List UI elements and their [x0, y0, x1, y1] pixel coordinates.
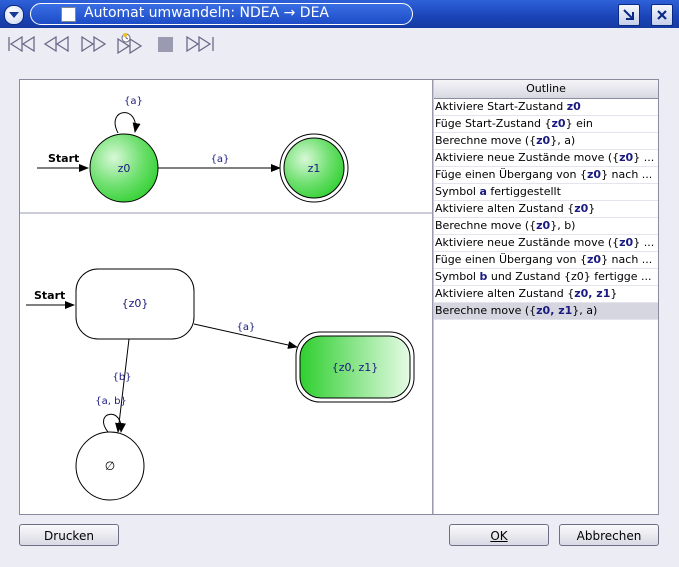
outline-row-bold: z0, z1 [536, 304, 573, 317]
ok-button-label: OK [490, 529, 508, 543]
dfa-state-empty [75, 431, 145, 501]
minimize-button[interactable] [618, 4, 640, 26]
dfa-empty-loop [103, 413, 126, 433]
outline-row-text: Füge einen Übergang von { [435, 168, 587, 181]
close-icon [657, 10, 667, 20]
outline-row-text: Füge Start-Zustand { [435, 117, 552, 130]
outline-row[interactable]: Aktiviere neue Zustände move ({z0} ... [434, 235, 658, 252]
window-icon [61, 7, 76, 22]
split-divider[interactable] [432, 80, 435, 514]
outline-row-tail: } ... [633, 236, 655, 249]
dfa-state-z0z1 [299, 335, 411, 399]
nfa-state-z1-label: z1 [308, 162, 321, 175]
step-forward-icon[interactable] [78, 33, 110, 57]
outline-row-tail: }, a) [550, 134, 576, 147]
outline-row-bold: z0 [536, 219, 551, 232]
nfa-loop-label: {a} [124, 96, 143, 107]
outline-row-tail: } [588, 202, 596, 215]
outline-row-tail: }, a) [572, 304, 598, 317]
automaton-canvas: Start {a} z0 {a} z1 Start {z0} {a} {z0, … [20, 80, 432, 514]
nfa-edge-label: {a} [211, 154, 230, 165]
minimize-icon [623, 9, 634, 20]
dfa-loop-label: {a, b} [95, 396, 127, 407]
nfa-start-label: Start [48, 152, 79, 165]
menu-icon[interactable] [4, 5, 24, 25]
outline-row-text: Füge einen Übergang von { [435, 253, 587, 266]
main-panel: Start {a} z0 {a} z1 Start {z0} {a} {z0, … [19, 79, 659, 515]
outline-row[interactable]: Füge einen Übergang von {z0} nach ... [434, 252, 658, 269]
outline-row[interactable]: Aktiviere Start-Zustand z0 [434, 99, 658, 116]
skip-to-end-icon[interactable] [184, 33, 216, 57]
outline-row-bold: z0 [551, 117, 566, 130]
outline-row[interactable]: Aktiviere alten Zustand {z0} [434, 201, 658, 218]
outline-row[interactable]: Füge einen Übergang von {z0} nach ... [434, 167, 658, 184]
toolbar [0, 28, 679, 64]
outline-row-bold: a [479, 185, 487, 198]
outline-row-text: Aktiviere neue Zustände move ({ [435, 236, 620, 249]
close-button[interactable] [651, 4, 673, 26]
outline-row[interactable]: Berechne move ({z0}, b) [434, 218, 658, 235]
outline-row-bold: z0 [619, 151, 634, 164]
outline-row-text: Aktiviere alten Zustand { [435, 287, 575, 300]
outline-row-tail: } [610, 287, 618, 300]
outline-row-bold: z0 [536, 134, 551, 147]
outline-row-bold: z0, z1 [574, 287, 611, 300]
outline-row-tail: und Zustand {z0} fertigge ... [487, 270, 652, 283]
outline-row[interactable]: Aktiviere neue Zustände move ({z0} ... [434, 150, 658, 167]
outline-row-text: Symbol [435, 270, 480, 283]
dfa-state-z0z1-label: {z0, z1} [332, 361, 379, 374]
ok-button[interactable]: OK [449, 524, 549, 546]
outline-row-bold: z0 [587, 168, 602, 181]
dfa-z0-empty-edge [115, 338, 130, 433]
outline-row-text: Berechne move ({ [435, 219, 537, 232]
outline-row-text: Berechne move ({ [435, 134, 537, 147]
title-pill: Automat umwandeln: NDEA → DEA [30, 3, 413, 25]
outline-row-bold: z0 [619, 236, 634, 249]
outline-row-tail: fertiggestellt [486, 185, 561, 198]
nfa-state-z1 [283, 137, 345, 199]
outline-row-bold: z0 [574, 202, 589, 215]
outline-row-text: Berechne move ({ [435, 304, 537, 317]
automaton-diagram: Start {a} z0 {a} z1 Start {z0} {a} {z0, … [20, 96, 432, 501]
outline-row-bold: z0 [566, 100, 581, 113]
dfa-z0-z0z1-edge [193, 323, 298, 349]
outline-row-text: Symbol [435, 185, 480, 198]
outline-header: Outline [434, 80, 658, 99]
outline-row-tail: }, b) [550, 219, 576, 232]
cancel-button[interactable]: Abbrechen [559, 524, 659, 546]
nfa-state-z0-label: z0 [118, 162, 131, 175]
outline-row-bold: z0 [587, 253, 602, 266]
outline-row-tail: } ein [565, 117, 593, 130]
dfa-state-z0-label: {z0} [122, 297, 149, 310]
step-forward-wait-icon[interactable] [114, 33, 146, 57]
dfa-state-z0 [75, 268, 195, 340]
outline-row[interactable]: Füge Start-Zustand {z0} ein [434, 116, 658, 133]
outline-row-text: Aktiviere neue Zustände move ({ [435, 151, 620, 164]
outline-row[interactable]: Berechne move ({z0, z1}, a) [434, 303, 658, 320]
outline-row-text: Aktiviere alten Zustand { [435, 202, 575, 215]
stop-icon[interactable] [150, 33, 182, 57]
outline-row-tail: } ... [633, 151, 655, 164]
outline-row-bold: b [479, 270, 488, 283]
skip-to-start-icon[interactable] [6, 33, 38, 57]
dfa-start-label: Start [34, 289, 65, 302]
title-bar: Automat umwandeln: NDEA → DEA [0, 0, 679, 28]
print-button[interactable]: Drucken [19, 524, 119, 546]
outline-row[interactable]: Aktiviere alten Zustand {z0, z1} [434, 286, 658, 303]
outline-row[interactable]: Symbol b und Zustand {z0} fertigge ... [434, 269, 658, 286]
window-title: Automat umwandeln: NDEA → DEA [84, 5, 330, 21]
step-back-icon[interactable] [42, 33, 74, 57]
outline-row[interactable]: Berechne move ({z0}, a) [434, 133, 658, 150]
dfa-state-empty-label: ∅ [105, 459, 115, 473]
dfa-a-edge-label: {a} [237, 322, 256, 333]
outline-row[interactable]: Symbol a fertiggestellt [434, 184, 658, 201]
outline-row-text: Aktiviere Start-Zustand [435, 100, 567, 113]
outline-row-tail: } nach ... [601, 168, 653, 181]
nfa-z0-loop [114, 112, 141, 134]
dfa-b-edge-label: {b} [112, 372, 131, 383]
outline-row-tail: } nach ... [601, 253, 653, 266]
